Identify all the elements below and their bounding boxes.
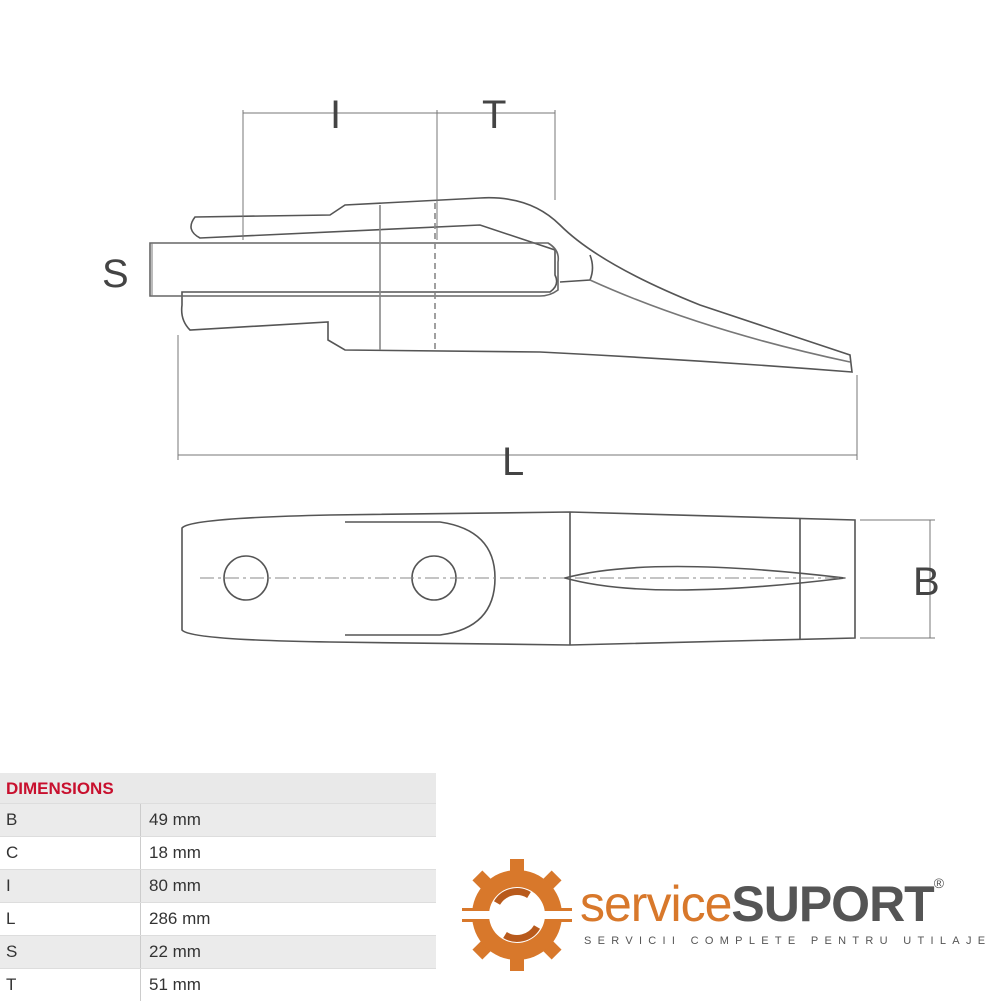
table-row: I 80 mm [0, 869, 436, 902]
dim-key: L [0, 903, 141, 935]
dim-key: B [0, 804, 141, 836]
dim-label-s: S [102, 252, 129, 296]
top-view [181, 511, 935, 646]
dimensions-rows: B 49 mm C 18 mm I 80 mm L 286 mm S 22 mm T 51 … [0, 803, 436, 1001]
dimensions-title: DIMENSIONS [0, 773, 436, 803]
dim-key: T [0, 969, 141, 1001]
dim-key: I [0, 870, 141, 902]
dim-label-l: L [502, 440, 524, 484]
table-row: T 51 mm [0, 968, 436, 1001]
brand-tagline: SERVICII COMPLETE PENTRU UTILAJE [584, 935, 992, 947]
technical-drawing: I T S L B [102, 93, 940, 646]
dim-key: C [0, 837, 141, 869]
dim-value: 51 mm [149, 975, 201, 994]
table-row: S 22 mm [0, 935, 436, 968]
dim-label-b: B [913, 560, 940, 604]
dimensions-table: DIMENSIONS B 49 mm C 18 mm I 80 mm L 286 mm … [0, 773, 436, 1001]
dim-value: 286 mm [149, 909, 211, 928]
table-row: L 286 mm [0, 902, 436, 935]
side-view [149, 110, 858, 460]
dim-key: S [0, 936, 141, 968]
dim-label-i: I [330, 93, 341, 137]
table-row: C 18 mm [0, 836, 436, 869]
brand-name-bold: SUPORT [731, 876, 934, 932]
table-row: B 49 mm [0, 803, 436, 836]
dim-value: 49 mm [149, 810, 201, 829]
dim-value: 80 mm [149, 876, 201, 895]
brand-name-light: service [580, 876, 732, 932]
registered-mark: ® [933, 875, 944, 891]
dim-label-t: T [482, 93, 506, 137]
brand-name: serviceSUPORT® [580, 875, 944, 933]
servicesuport-logo: serviceSUPORT® SERVICII COMPLETE PENTRU … [462, 855, 992, 980]
dim-value: 22 mm [149, 942, 201, 961]
dim-value: 18 mm [149, 843, 201, 862]
gear-icon [462, 859, 572, 971]
